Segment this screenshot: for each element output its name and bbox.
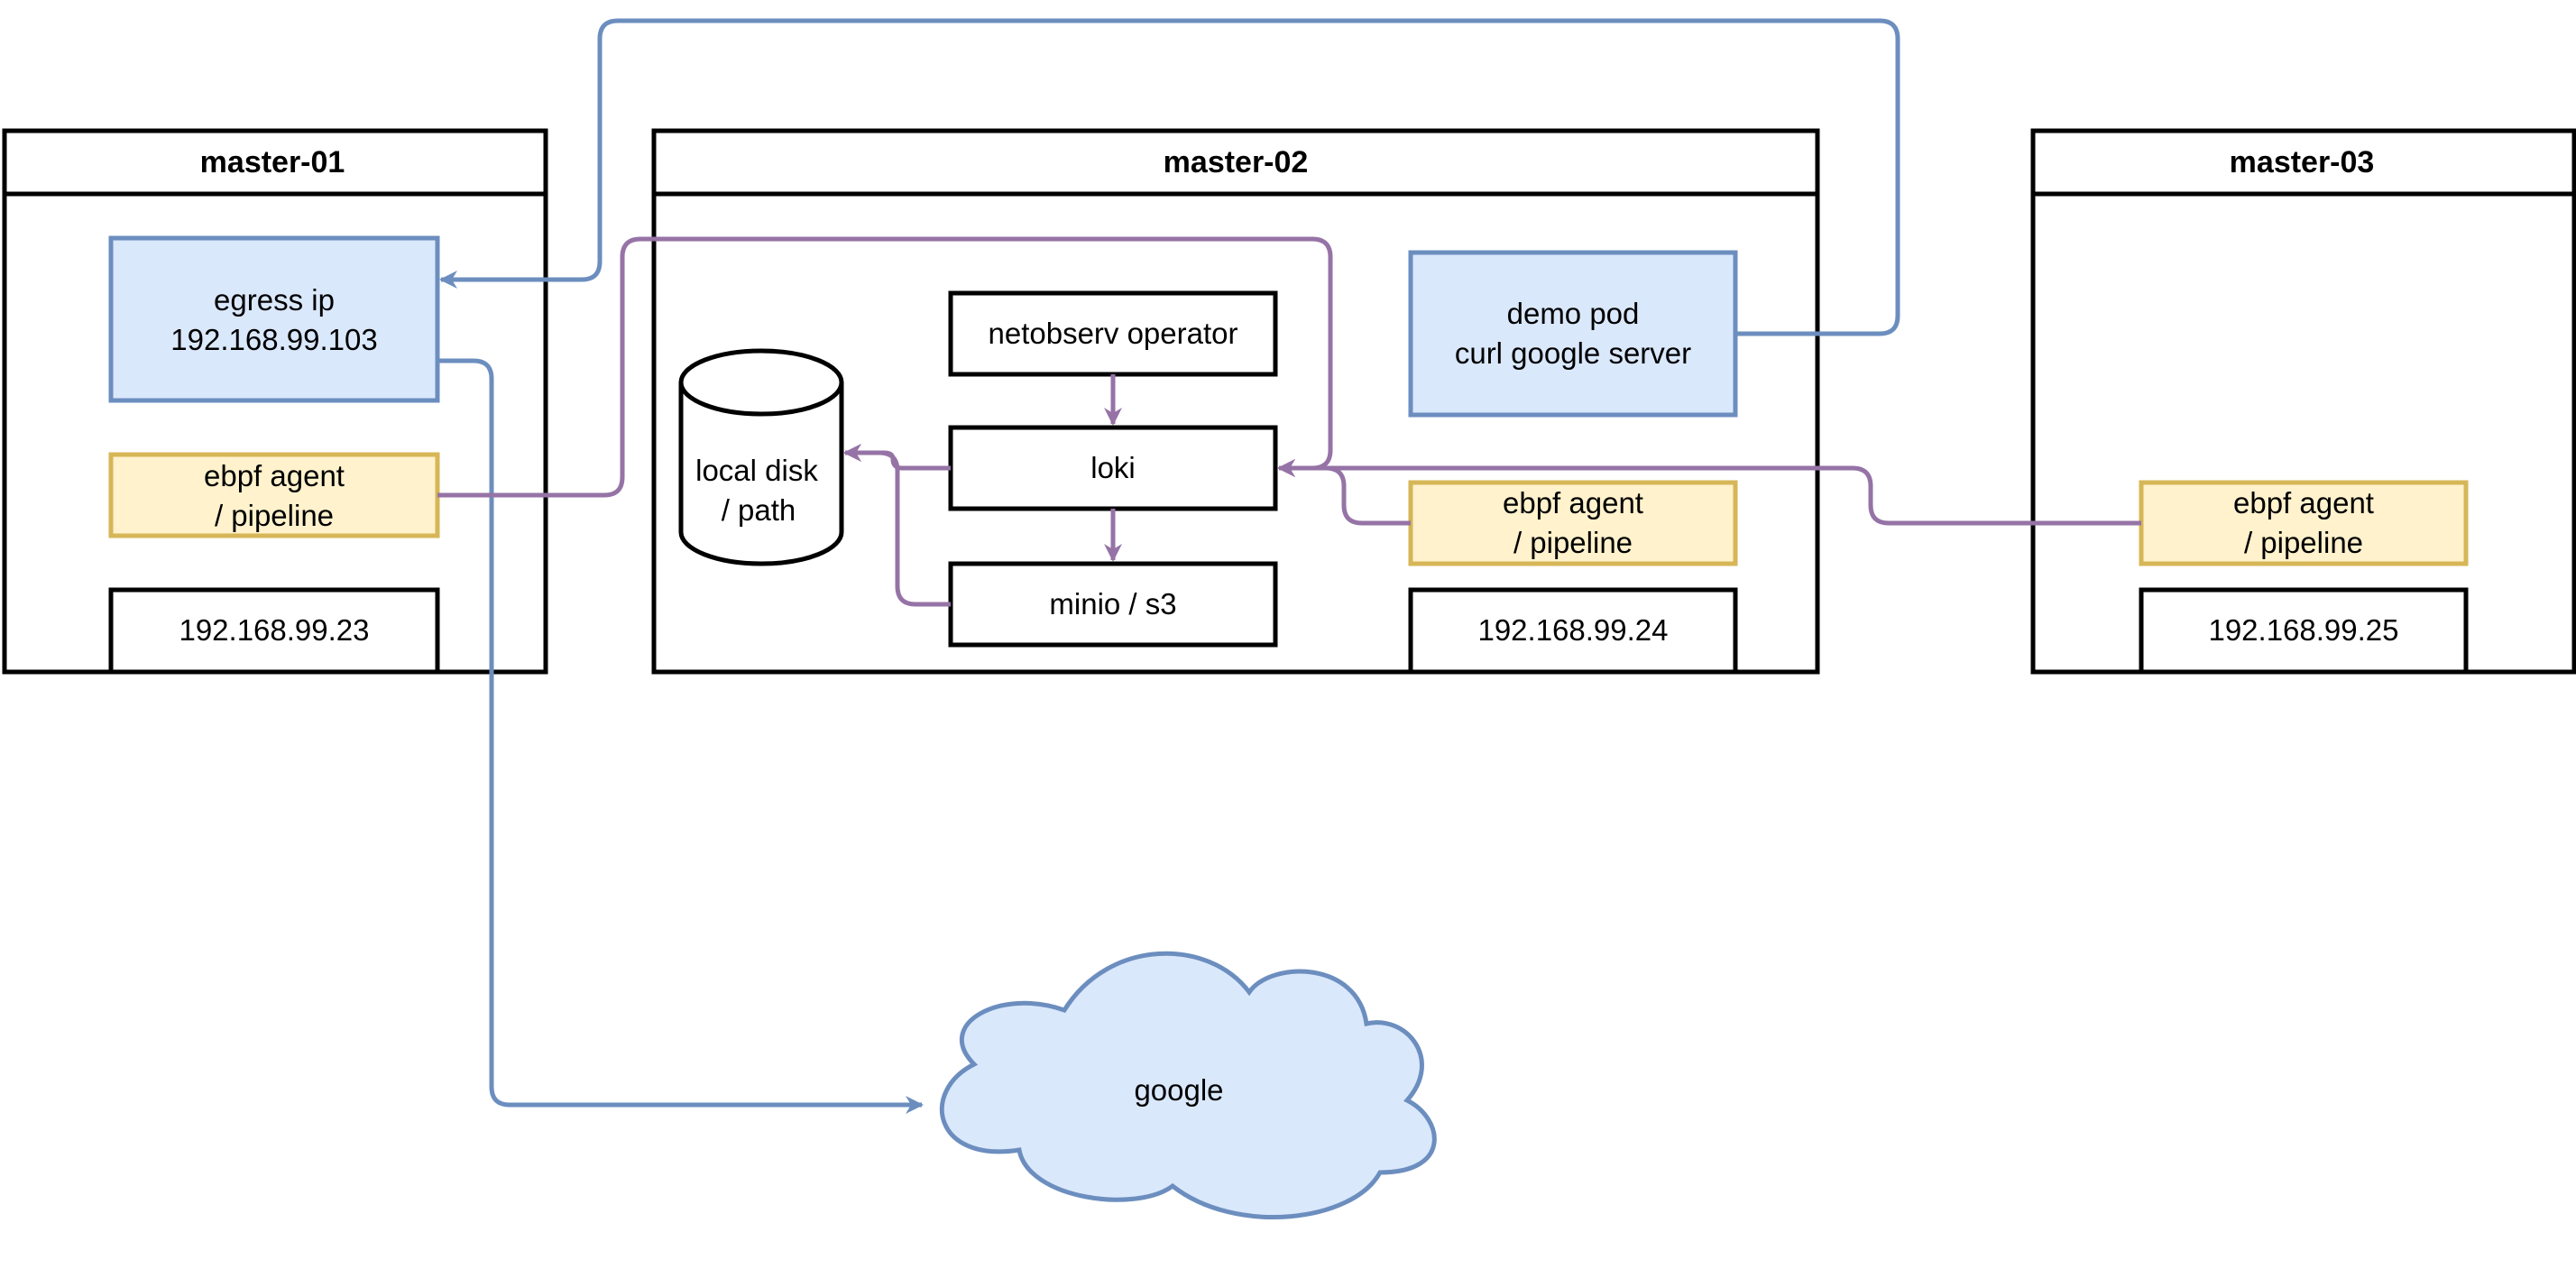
master-01-title: master-01 <box>200 145 345 179</box>
ebpf-agent-sublabel: / pipeline <box>2244 526 2363 559</box>
edge-egress-to-google <box>437 358 924 1114</box>
minio-s3-box[interactable]: minio / s3 <box>948 561 1278 648</box>
demo-pod-sublabel: curl google server <box>1455 336 1691 370</box>
edge-demo-to-egress <box>439 18 1900 336</box>
demo-pod-label: demo pod <box>1507 297 1640 330</box>
edge-agent01-to-loki <box>437 236 1333 498</box>
egress-ip-box[interactable]: egress ip 192.168.99.103 <box>108 235 440 403</box>
ebpf-agent-sublabel: / pipeline <box>1513 526 1633 559</box>
edge-agent03-to-loki <box>1277 459 2141 526</box>
master-03-container: master-03 ebpf agent / pipeline 192.168.… <box>2030 128 2576 675</box>
master-02-container: master-02 netobserv operator loki minio … <box>651 128 1820 675</box>
ebpf-agent-label: ebpf agent <box>2233 486 2374 520</box>
egress-ip-address: 192.168.99.103 <box>170 323 377 356</box>
ip-box-master-01: 192.168.99.23 <box>108 587 440 675</box>
local-disk-label: local disk <box>695 454 818 487</box>
ebpf-agent-label: ebpf agent <box>204 459 345 492</box>
ebpf-agent-label: ebpf agent <box>1503 486 1643 520</box>
loki-label: loki <box>1090 451 1136 484</box>
demo-pod-box[interactable]: demo pod curl google server <box>1408 250 1738 418</box>
connectors <box>437 18 2141 1114</box>
ebpf-agent-master-02[interactable]: ebpf agent / pipeline <box>1408 480 1738 566</box>
netobserv-operator-label: netobserv operator <box>988 317 1237 350</box>
master-02-title: master-02 <box>1164 145 1309 179</box>
ebpf-agent-master-03[interactable]: ebpf agent / pipeline <box>2139 480 2469 566</box>
google-cloud[interactable]: google <box>939 951 1437 1219</box>
minio-s3-label: minio / s3 <box>1049 587 1176 621</box>
ebpf-agent-master-01[interactable]: ebpf agent / pipeline <box>108 452 440 538</box>
netobserv-operator-box[interactable]: netobserv operator <box>948 290 1278 377</box>
edge-minio-to-disk <box>843 444 951 607</box>
ip-box-master-03: 192.168.99.25 <box>2139 587 2469 675</box>
ip-label: 192.168.99.23 <box>179 613 369 647</box>
ip-label: 192.168.99.25 <box>2208 613 2398 647</box>
master-03-title: master-03 <box>2230 145 2375 179</box>
local-disk-cylinder[interactable]: local disk / path <box>678 348 844 566</box>
loki-box[interactable]: loki <box>948 425 1278 511</box>
ip-box-master-02: 192.168.99.24 <box>1408 587 1738 675</box>
egress-ip-label: egress ip <box>214 283 335 317</box>
master-01-container: master-01 egress ip 192.168.99.103 ebpf … <box>2 128 548 675</box>
local-disk-sublabel: / path <box>722 493 796 527</box>
ebpf-agent-sublabel: / pipeline <box>215 499 334 532</box>
google-label: google <box>1134 1073 1223 1107</box>
ip-label: 192.168.99.24 <box>1477 613 1668 647</box>
